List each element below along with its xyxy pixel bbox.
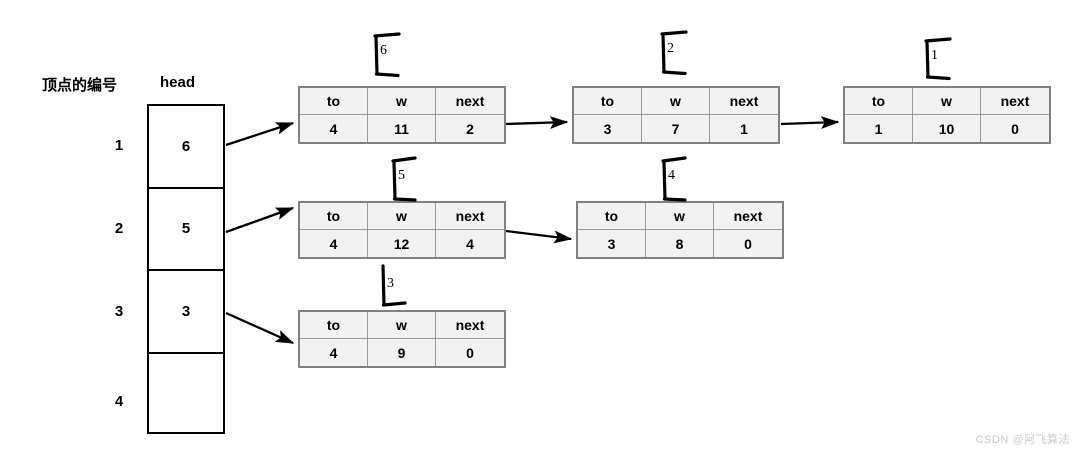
node-header-row: to w next (578, 203, 782, 230)
node-id-bracket-5: 5 (389, 155, 423, 203)
arrow-head1-to-node6 (225, 121, 295, 147)
arrow-node6-to-node2 (505, 116, 569, 129)
node-w-value: 9 (368, 339, 436, 366)
node-header-row: to w next (574, 88, 778, 115)
node-next-value: 1 (710, 115, 778, 142)
node-id-value: 4 (668, 168, 675, 183)
node-header-row: to w next (300, 203, 504, 230)
arrow-head3-to-node3 (225, 311, 295, 345)
head-cell-4 (149, 354, 223, 437)
node-to-value: 3 (578, 230, 646, 257)
vertex-number-caption: 顶点的编号 (42, 77, 118, 94)
node-id-value: 6 (380, 43, 387, 58)
node-next-value: 2 (436, 115, 504, 142)
node-col-w: w (368, 88, 436, 115)
node-value-row: 4 11 2 (300, 115, 504, 142)
node-value-row: 3 7 1 (574, 115, 778, 142)
node-id-bracket-4: 4 (659, 155, 693, 203)
node-value-row: 4 12 4 (300, 230, 504, 257)
node-next-value: 4 (436, 230, 504, 257)
node-id-value: 3 (387, 276, 394, 291)
node-to-value: 4 (300, 230, 368, 257)
node-w-value: 10 (913, 115, 981, 142)
node-col-w: w (368, 203, 436, 230)
node-to-value: 1 (845, 115, 913, 142)
node-col-w: w (642, 88, 710, 115)
node-id-value: 5 (398, 168, 405, 183)
node-next-value: 0 (981, 115, 1049, 142)
arrow-node5-to-node4 (505, 229, 573, 244)
node-w-value: 7 (642, 115, 710, 142)
row-index-1: 1 (114, 137, 124, 154)
node-col-next: next (436, 203, 504, 230)
head-column-caption: head (160, 74, 196, 91)
node-col-next: next (714, 203, 782, 230)
node-col-to: to (845, 88, 913, 115)
node-col-next: next (436, 312, 504, 339)
node-id-bracket-3: 3 (378, 263, 412, 311)
head-column: 6 5 3 (147, 104, 225, 434)
node-col-next: next (436, 88, 504, 115)
arrow-head2-to-node5 (225, 206, 295, 234)
node-header-row: to w next (845, 88, 1049, 115)
node-value-row: 3 8 0 (578, 230, 782, 257)
node-to-value: 4 (300, 115, 368, 142)
node-col-to: to (300, 88, 368, 115)
head-cell-3: 3 (149, 271, 223, 354)
node-w-value: 11 (368, 115, 436, 142)
node-header-row: to w next (300, 88, 504, 115)
node-id-value: 1 (931, 48, 938, 63)
node-to-value: 3 (574, 115, 642, 142)
node-table-2: to w next 3 7 1 (572, 86, 780, 144)
node-id-bracket-1: 1 (922, 35, 956, 83)
node-next-value: 0 (436, 339, 504, 366)
arrow-node2-to-node1 (780, 116, 840, 130)
node-table-1: to w next 1 10 0 (843, 86, 1051, 144)
node-id-bracket-2: 2 (658, 28, 692, 76)
node-to-value: 4 (300, 339, 368, 366)
row-index-2: 2 (114, 220, 124, 237)
node-table-5: to w next 4 12 4 (298, 201, 506, 259)
node-col-to: to (300, 203, 368, 230)
node-table-3: to w next 4 9 0 (298, 310, 506, 368)
node-col-w: w (913, 88, 981, 115)
node-next-value: 0 (714, 230, 782, 257)
node-col-to: to (578, 203, 646, 230)
row-index-3: 3 (114, 303, 124, 320)
node-table-4: to w next 3 8 0 (576, 201, 784, 259)
node-col-next: next (710, 88, 778, 115)
head-cell-2: 5 (149, 189, 223, 271)
node-header-row: to w next (300, 312, 504, 339)
node-w-value: 12 (368, 230, 436, 257)
node-id-value: 2 (667, 41, 674, 56)
node-col-w: w (646, 203, 714, 230)
node-id-bracket-6: 6 (371, 30, 405, 78)
head-cell-1: 6 (149, 106, 223, 189)
node-col-w: w (368, 312, 436, 339)
node-value-row: 1 10 0 (845, 115, 1049, 142)
node-w-value: 8 (646, 230, 714, 257)
node-col-next: next (981, 88, 1049, 115)
node-table-6: to w next 4 11 2 (298, 86, 506, 144)
row-index-4: 4 (114, 393, 124, 410)
node-value-row: 4 9 0 (300, 339, 504, 366)
node-col-to: to (574, 88, 642, 115)
watermark: CSDN @阿飞算法 (975, 434, 1070, 446)
node-col-to: to (300, 312, 368, 339)
